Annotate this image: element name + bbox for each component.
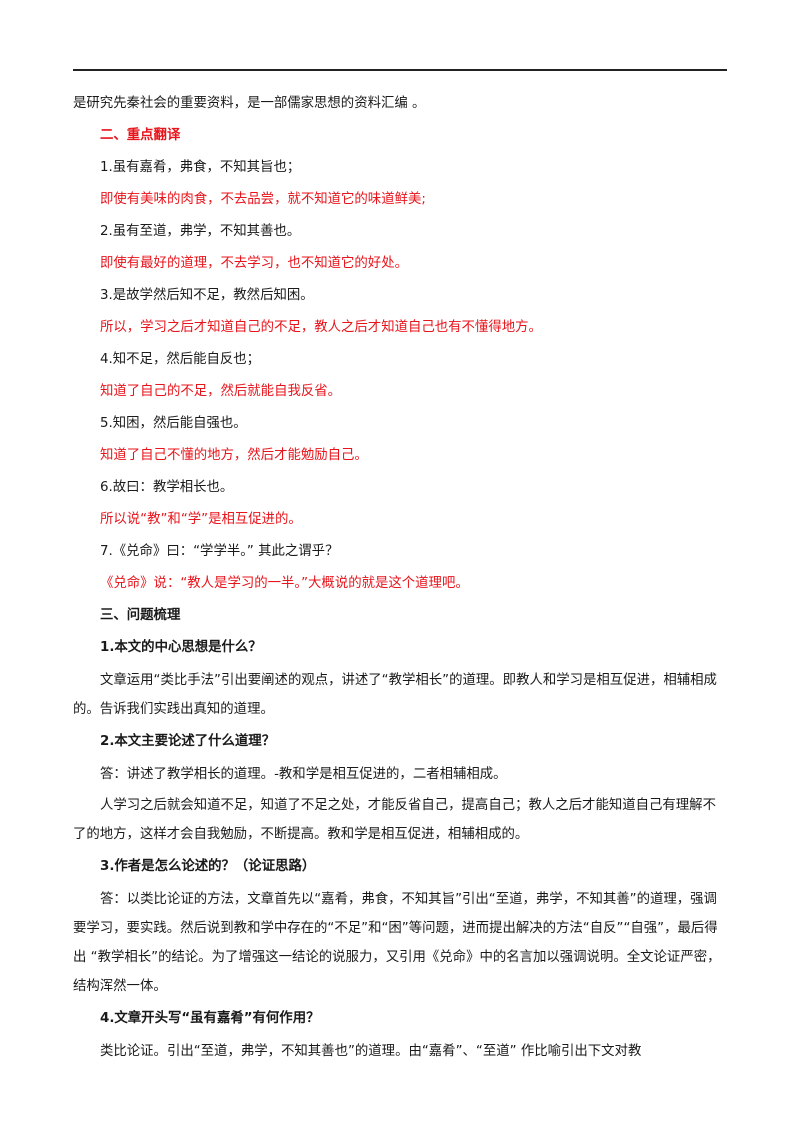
- section-heading-translation: 二、重点翻译: [100, 128, 181, 143]
- question-title-3: 3.作者是怎么论述的？（论证思路）: [100, 859, 316, 874]
- source-line-2: 2.虽有至道，弗学，不知其善也。: [100, 224, 301, 239]
- question-title-2: 2.本文主要论述了什么道理？: [100, 734, 276, 749]
- header-rule: [73, 69, 727, 71]
- translation-line-2: 即使有最好的道理，不去学习，也不知道它的好处。: [100, 256, 408, 271]
- section-heading-questions: 三、问题梳理: [100, 608, 181, 623]
- translation-line-5: 知道了自己不懂的地方，然后才能勉励自己。: [100, 448, 368, 463]
- translation-line-1: 即使有美味的肉食，不去品尝，就不知道它的味道鲜美;: [100, 192, 426, 207]
- source-line-6: 6.故曰：教学相长也。: [100, 480, 234, 495]
- source-line-5: 5.知困，然后能自强也。: [100, 416, 247, 431]
- answer-paragraph-3: 答：以类比论证的方法，文章首先以“嘉肴，弗食，不知其旨”引出“至道，弗学，不知其…: [73, 892, 721, 994]
- translation-line-7: 《兑命》说：“教人是学习的一半。”大概说的就是这个道理吧。: [100, 576, 469, 591]
- source-line-3: 3.是故学然后知不足，教然后知困。: [100, 288, 314, 303]
- question-title-1: 1.本文的中心思想是什么？: [100, 640, 262, 655]
- translation-line-3: 所以，学习之后才知道自己的不足，教人之后才知道自己也有不懂得地方。: [100, 320, 542, 335]
- intro-line: 是研究先秦社会的重要资料，是一部儒家思想的资料汇编 。: [73, 96, 426, 111]
- answer-paragraph-2a: 答：讲述了教学相长的道理。-教和学是相互促进的，二者相辅相成。: [100, 767, 507, 782]
- answer-paragraph-1: 文章运用“类比手法”引出要阐述的观点，讲述了“教学相长”的道理。即教人和学习是相…: [73, 673, 717, 717]
- source-line-7: 7.《兑命》曰：“学学半。” 其此之谓乎？: [100, 544, 339, 559]
- translation-line-6: 所以说“教”和“学”是相互促进的。: [100, 512, 302, 527]
- source-line-4: 4.知不足，然后能自反也；: [100, 352, 261, 367]
- translation-line-4: 知道了自己的不足，然后就能自我反省。: [100, 384, 342, 399]
- question-title-4: 4.文章开头写“虽有嘉肴”有何作用？: [100, 1011, 320, 1026]
- document-body: 是研究先秦社会的重要资料，是一部儒家思想的资料汇编 。 二、重点翻译 1.虽有嘉…: [73, 88, 727, 1068]
- source-line-1: 1.虽有嘉肴，弗食，不知其旨也；: [100, 160, 301, 175]
- answer-paragraph-4: 类比论证。引出“至道，弗学，不知其善也”的道理。由“嘉肴”、“至道” 作比喻引出…: [100, 1044, 642, 1059]
- answer-paragraph-2b: 人学习之后就会知道不足，知道了不足之处，才能反省自己，提高自己；教人之后才能知道…: [73, 798, 716, 842]
